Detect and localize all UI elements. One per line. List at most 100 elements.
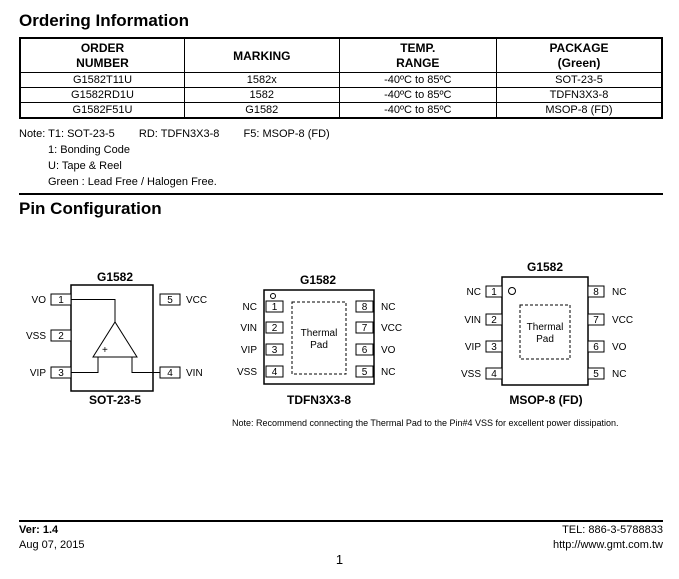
svg-text:NC: NC xyxy=(612,369,626,380)
tdfn-pin1-dot xyxy=(270,293,276,299)
svg-text:VCC: VCC xyxy=(612,315,633,326)
sot-pin-4-name: VIN xyxy=(186,368,203,379)
svg-text:7: 7 xyxy=(593,315,599,326)
msop-right-pins: 8 NC 7 VCC 6 VO 5 NC xyxy=(587,285,633,380)
note-tape-reel: U: Tape & Reel xyxy=(48,160,122,172)
svg-text:NC: NC xyxy=(243,302,257,313)
wire-vip xyxy=(71,357,99,373)
ordering-title: Ordering Information xyxy=(19,11,189,30)
svg-text:2: 2 xyxy=(272,323,278,334)
cell-order-number: G1582RD1U xyxy=(19,87,186,103)
opamp-plus: + xyxy=(102,345,108,356)
cell-temp-range: -40ºC to 85ºC xyxy=(338,102,498,119)
thermal-pad-note: Note: Recommend connecting the Thermal P… xyxy=(232,418,619,428)
svg-text:3: 3 xyxy=(272,345,278,356)
cell-package: MSOP-8 (FD) xyxy=(496,102,663,119)
msop-pin1-dot xyxy=(508,287,516,295)
tdfn-pad-label-2: Pad xyxy=(310,340,328,351)
svg-text:NC: NC xyxy=(381,302,395,313)
sot-chip-label: G1582 xyxy=(97,270,133,284)
section-divider xyxy=(19,193,663,195)
svg-text:6: 6 xyxy=(593,342,599,353)
svg-text:NC: NC xyxy=(612,287,626,298)
sot-pin-3-num: 3 xyxy=(58,368,64,379)
footer-tel: TEL: 886-3-5788833 xyxy=(562,524,663,536)
sot-23-5-diagram: G1582 1 VO 2 VSS 3 VIP 5 VCC 4 VIN + SOT… xyxy=(26,270,207,407)
svg-text:4: 4 xyxy=(491,369,497,380)
footer-url: http://www.gmt.com.tw xyxy=(552,539,663,551)
sot-pin-4-num: 4 xyxy=(167,368,173,379)
header-package: PACKAGE(Green) xyxy=(496,37,663,73)
svg-text:VO: VO xyxy=(381,345,396,356)
sot-pin-2 xyxy=(50,329,72,342)
sot-pin-1-num: 1 xyxy=(58,295,64,306)
msop-chip-label: G1582 xyxy=(527,260,563,274)
sot-pin-1-name: VO xyxy=(32,295,47,306)
svg-text:NC: NC xyxy=(467,287,481,298)
svg-text:4: 4 xyxy=(272,367,278,378)
svg-text:7: 7 xyxy=(362,323,368,334)
cell-temp-range: -40ºC to 85ºC xyxy=(338,87,498,103)
svg-text:8: 8 xyxy=(593,287,599,298)
note-bonding-code: 1: Bonding Code xyxy=(48,144,130,156)
svg-text:VSS: VSS xyxy=(237,367,257,378)
tdfn-diagram: G1582 Thermal Pad 1 NC 2 VIN 3 VIP 4 VSS… xyxy=(237,273,402,407)
note-green: Green : Lead Free / Halogen Free. xyxy=(48,176,217,188)
svg-text:3: 3 xyxy=(491,342,497,353)
msop-body xyxy=(501,276,589,386)
note-f5: F5: MSOP-8 (FD) xyxy=(243,128,330,140)
svg-text:VIP: VIP xyxy=(465,342,481,353)
pin-diagrams: G1582 1 VO 2 VSS 3 VIP 5 VCC 4 VIN + SOT… xyxy=(26,260,633,407)
svg-text:VCC: VCC xyxy=(381,323,402,334)
sot-package-label: SOT-23-5 xyxy=(89,393,141,407)
msop-left-pins: 1 NC 2 VIN 3 VIP 4 VSS xyxy=(461,285,503,380)
msop-pad-label-2: Pad xyxy=(536,334,554,345)
svg-text:VIN: VIN xyxy=(240,323,257,334)
ordering-note-line-1: Note: T1: SOT-23-5 RD: TDFN3X3-8 F5: MSO… xyxy=(19,128,330,140)
sot-pin-2-name: VSS xyxy=(26,331,46,342)
tdfn-package-label: TDFN3X3-8 xyxy=(287,393,351,407)
tdfn-pad-label-1: Thermal xyxy=(301,328,338,339)
tdfn-chip-label: G1582 xyxy=(300,273,336,287)
msop-diagram: G1582 Thermal Pad 1 NC 2 VIN 3 VIP 4 VSS… xyxy=(461,260,633,407)
sot-pin-3-name: VIP xyxy=(30,368,46,379)
msop-pad-label-1: Thermal xyxy=(527,322,564,333)
svg-text:VO: VO xyxy=(612,342,627,353)
svg-text:VIN: VIN xyxy=(464,315,481,326)
page-number: 1 xyxy=(335,552,344,567)
svg-text:1: 1 xyxy=(491,287,497,298)
svg-text:5: 5 xyxy=(593,369,599,380)
tdfn-body xyxy=(263,289,375,385)
cell-package: TDFN3X3-8 xyxy=(496,87,663,103)
tdfn-thermal-pad xyxy=(291,301,347,375)
svg-text:2: 2 xyxy=(491,315,497,326)
footer-date: Aug 07, 2015 xyxy=(19,539,85,551)
footer-version: Ver: 1.4 xyxy=(19,524,59,536)
table-row: G1582RD1U 1582 -40ºC to 85ºC TDFN3X3-8 xyxy=(19,87,663,103)
sot-pin-2-num: 2 xyxy=(58,331,64,342)
svg-text:5: 5 xyxy=(362,367,368,378)
svg-text:6: 6 xyxy=(362,345,368,356)
opamp-triangle xyxy=(92,321,138,358)
svg-text:8: 8 xyxy=(362,302,368,313)
sot-pin-5 xyxy=(159,293,181,306)
msop-thermal-pad xyxy=(519,304,571,360)
wire-vin xyxy=(131,357,160,373)
pin-config-title: Pin Configuration xyxy=(19,199,162,218)
note-t1: Note: T1: SOT-23-5 xyxy=(19,128,115,140)
svg-text:VIP: VIP xyxy=(241,345,257,356)
tdfn-right-pins: 8 NC 7 VCC 6 VO 5 NC xyxy=(355,300,402,378)
footer-divider xyxy=(19,520,663,522)
wire-vo xyxy=(71,299,116,322)
sot-body xyxy=(70,284,154,392)
table-row: G1582F51U G1582 -40ºC to 85ºC MSOP-8 (FD… xyxy=(19,102,663,119)
msop-package-label: MSOP-8 (FD) xyxy=(509,393,582,407)
sot-pin-5-num: 5 xyxy=(167,295,173,306)
tdfn-left-pins: 1 NC 2 VIN 3 VIP 4 VSS xyxy=(237,300,284,378)
svg-text:NC: NC xyxy=(381,367,395,378)
cell-order-number: G1582F51U xyxy=(19,102,186,119)
svg-text:VSS: VSS xyxy=(461,369,481,380)
